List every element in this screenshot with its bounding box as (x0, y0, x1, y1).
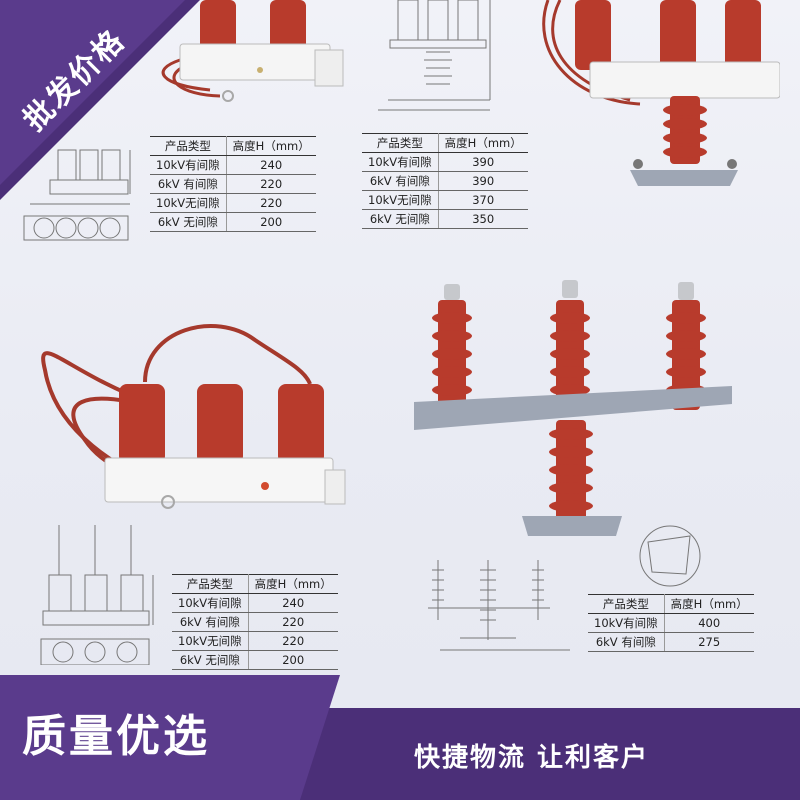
cell-type: 6kV 无间隙 (362, 209, 439, 229)
table-header-row: 产品类型 高度H（mm） (150, 136, 316, 156)
col-header-height: 高度H（mm） (226, 136, 316, 156)
cell-height: 240 (226, 155, 316, 175)
cell-height: 370 (438, 190, 528, 210)
col-header-type: 产品类型 (588, 594, 665, 614)
cell-height: 200 (248, 650, 338, 670)
cell-type: 10kV有间隙 (362, 152, 439, 172)
cell-height: 390 (438, 152, 528, 172)
cell-type: 10kV无间隙 (362, 190, 439, 210)
base-plate-drawing (639, 525, 701, 587)
cell-type: 6kV 有间隙 (150, 174, 227, 194)
table-header-row: 产品类型 高度H（mm） (362, 133, 528, 153)
cell-type: 10kV有间隙 (172, 593, 249, 613)
cell-type: 10kV无间隙 (172, 631, 249, 651)
footer-quality-text: 质量优选 (22, 711, 210, 762)
cell-height: 400 (664, 613, 754, 633)
top-center-dimension-drawing (378, 0, 491, 111)
table-header-row: 产品类型 高度H（mm） (172, 574, 338, 594)
col-header-height: 高度H（mm） (248, 574, 338, 594)
cell-height: 200 (226, 212, 316, 232)
cell-type: 6kV 有间隙 (588, 632, 665, 652)
col-header-height: 高度H（mm） (438, 133, 528, 153)
cell-type: 10kV无间隙 (150, 193, 227, 213)
footer-left-panel (0, 675, 340, 800)
top-right-arrester-photo (542, 0, 780, 186)
col-header-type: 产品类型 (172, 574, 249, 594)
cell-height: 220 (248, 631, 338, 651)
col-header-type: 产品类型 (362, 133, 439, 153)
top-left-arrester-photo (161, 0, 344, 102)
cell-height: 220 (226, 174, 316, 194)
table-header-row: 产品类型 高度H（mm） (588, 594, 754, 614)
cell-type: 6kV 有间隙 (362, 171, 439, 191)
top-left-dimension-drawing (23, 149, 131, 241)
cell-height: 350 (438, 209, 528, 229)
cell-type: 6kV 无间隙 (172, 650, 249, 670)
cell-height: 220 (248, 612, 338, 632)
center-arrester-photo (414, 280, 732, 536)
cell-height: 275 (664, 632, 754, 652)
bottom-center-dimension-drawing (428, 560, 570, 651)
cell-height: 240 (248, 593, 338, 613)
cell-type: 10kV有间隙 (150, 155, 227, 175)
corner-badge (0, 0, 200, 200)
cell-height: 390 (438, 171, 528, 191)
cell-type: 6kV 有间隙 (172, 612, 249, 632)
col-header-type: 产品类型 (150, 136, 227, 156)
middle-left-arrester-photo (41, 324, 346, 509)
cell-type: 6kV 无间隙 (150, 212, 227, 232)
bottom-left-dimension-drawing (40, 525, 154, 665)
cell-height: 220 (226, 193, 316, 213)
col-header-height: 高度H（mm） (664, 594, 754, 614)
cell-type: 10kV有间隙 (588, 613, 665, 633)
footer-slogan-text: 快捷物流 让利客户 (414, 743, 650, 773)
